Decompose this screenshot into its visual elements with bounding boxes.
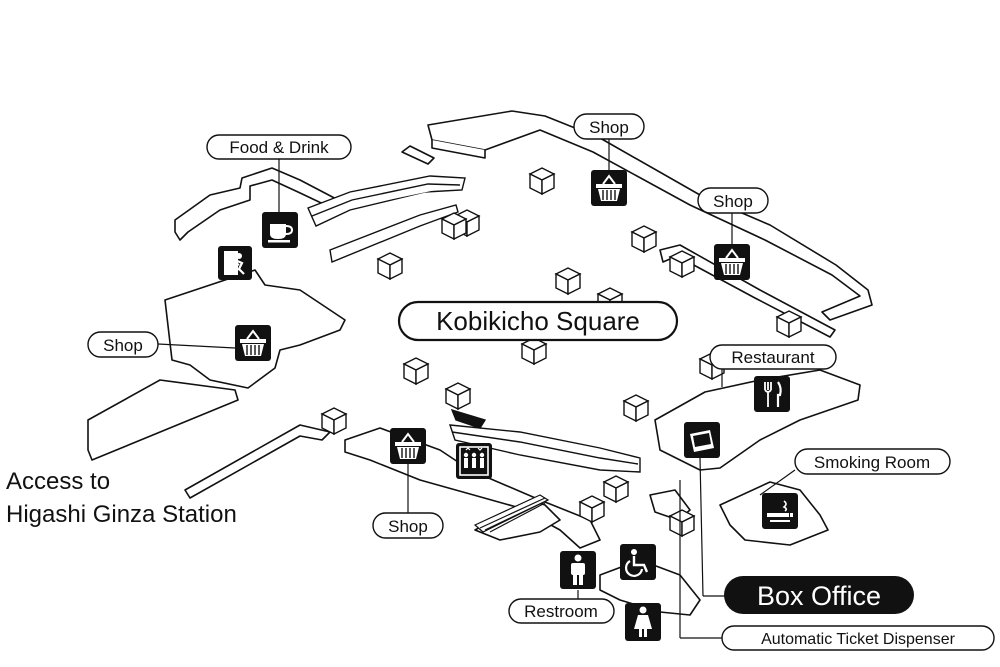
pillar	[440, 212, 468, 241]
shopping-basket-icon	[390, 428, 426, 464]
svg-text:Smoking Room: Smoking Room	[814, 453, 930, 472]
svg-text:Kobikicho Square: Kobikicho Square	[436, 306, 640, 336]
restaurant-label: Restaurant	[709, 344, 837, 370]
svg-text:Automatic Ticket Dispenser: Automatic Ticket Dispenser	[761, 631, 956, 648]
staircase	[473, 494, 550, 533]
pillar	[402, 357, 430, 386]
svg-text:Shop: Shop	[103, 336, 143, 355]
shopping-basket-icon	[591, 170, 627, 206]
pillar	[578, 495, 606, 524]
wheelchair-icon	[620, 544, 656, 580]
food-drink-label: Food & Drink	[206, 134, 352, 160]
svg-text:Shop: Shop	[388, 517, 428, 536]
shop-label-top: Shop	[573, 113, 645, 140]
smoking-room-label: Smoking Room	[794, 448, 951, 475]
pillar	[376, 252, 404, 281]
ticket-icon	[684, 422, 720, 458]
elevator-icon	[456, 443, 492, 479]
pillar	[622, 394, 650, 423]
svg-text:Box Office: Box Office	[757, 581, 881, 611]
pillar	[554, 267, 582, 296]
shop-label-bottom: Shop	[372, 512, 444, 539]
shop-label-left: Shop	[87, 331, 159, 358]
pillar	[444, 382, 472, 411]
svg-text:Shop: Shop	[713, 192, 753, 211]
svg-text:Food & Drink: Food & Drink	[229, 138, 329, 157]
access-label: Access to Higashi Ginza Station	[6, 468, 237, 528]
pillar	[775, 310, 803, 339]
pillar	[602, 475, 630, 504]
female-restroom-icon	[625, 603, 661, 641]
shopping-basket-icon	[235, 325, 271, 361]
male-restroom-icon	[560, 551, 596, 589]
shopping-basket-icon	[714, 244, 750, 280]
box-office-label: Box Office	[724, 576, 914, 614]
svg-text:Shop: Shop	[589, 118, 629, 137]
pillar	[668, 509, 696, 538]
wall-outlines	[87, 110, 873, 616]
leader-lines	[157, 139, 796, 639]
pillar	[668, 250, 696, 279]
svg-text:Higashi Ginza Station: Higashi Ginza Station	[6, 501, 237, 528]
emergency-exit-icon	[218, 246, 252, 280]
fork-knife-icon	[754, 376, 790, 412]
escalator-top	[307, 175, 466, 263]
svg-text:Restroom: Restroom	[524, 602, 598, 621]
pillar	[528, 167, 556, 196]
pillars	[320, 167, 803, 538]
square-title: Kobikicho Square	[397, 300, 679, 342]
svg-text:Access to: Access to	[6, 468, 110, 495]
pillar	[320, 407, 348, 436]
svg-text:Restaurant: Restaurant	[731, 348, 814, 367]
pillar	[630, 225, 658, 254]
coffee-cup-icon	[262, 212, 298, 248]
shop-label-right: Shop	[697, 187, 769, 214]
restroom-label: Restroom	[508, 598, 615, 624]
ticket-dispenser-label: Automatic Ticket Dispenser	[721, 625, 995, 651]
smoking-icon	[762, 493, 798, 529]
pillar	[520, 337, 548, 366]
